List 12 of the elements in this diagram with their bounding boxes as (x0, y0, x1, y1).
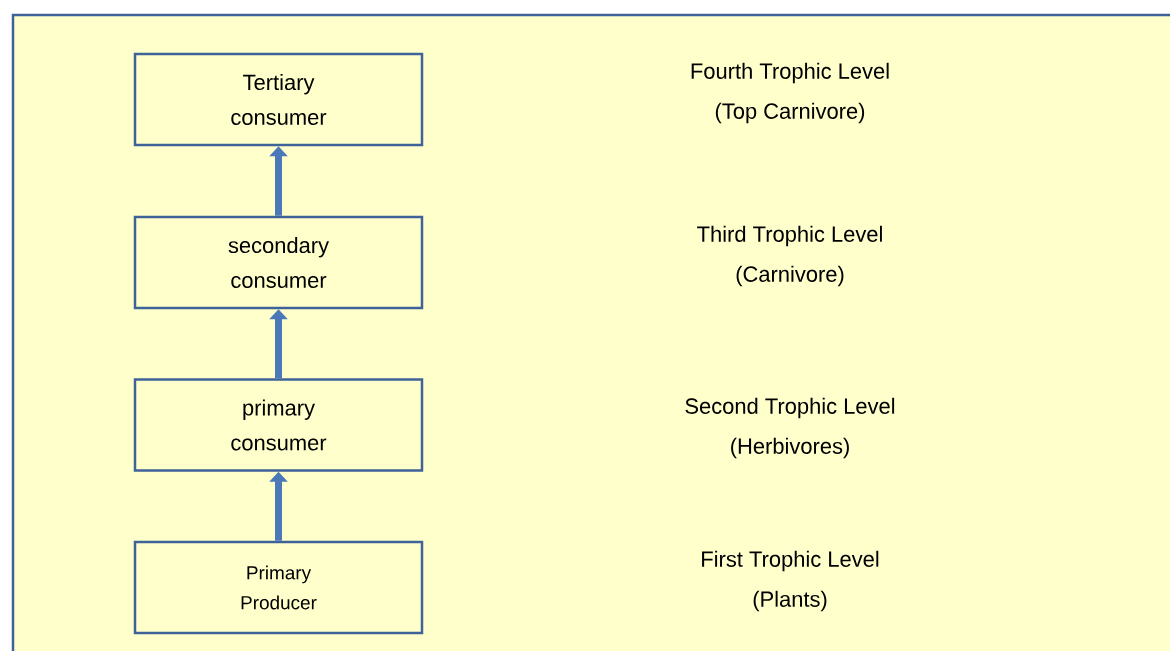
process-box: Primary Producer (133, 540, 424, 635)
level-label: (Top Carnivore) (715, 102, 865, 124)
process-box: Tertiary consumer (133, 52, 424, 147)
level-label: (Carnivore) (736, 265, 844, 287)
process-box: primary consumer (133, 378, 424, 472)
level-label: Third Trophic Level (697, 225, 882, 247)
level-label: (Herbivores) (731, 437, 849, 459)
level-label: Fourth Trophic Level (691, 62, 889, 84)
level-label: First Trophic Level (702, 550, 879, 572)
level-label: (Plants) (753, 590, 827, 612)
process-box: secondary consumer (133, 215, 424, 310)
level-label: Second Trophic Level (685, 397, 895, 419)
